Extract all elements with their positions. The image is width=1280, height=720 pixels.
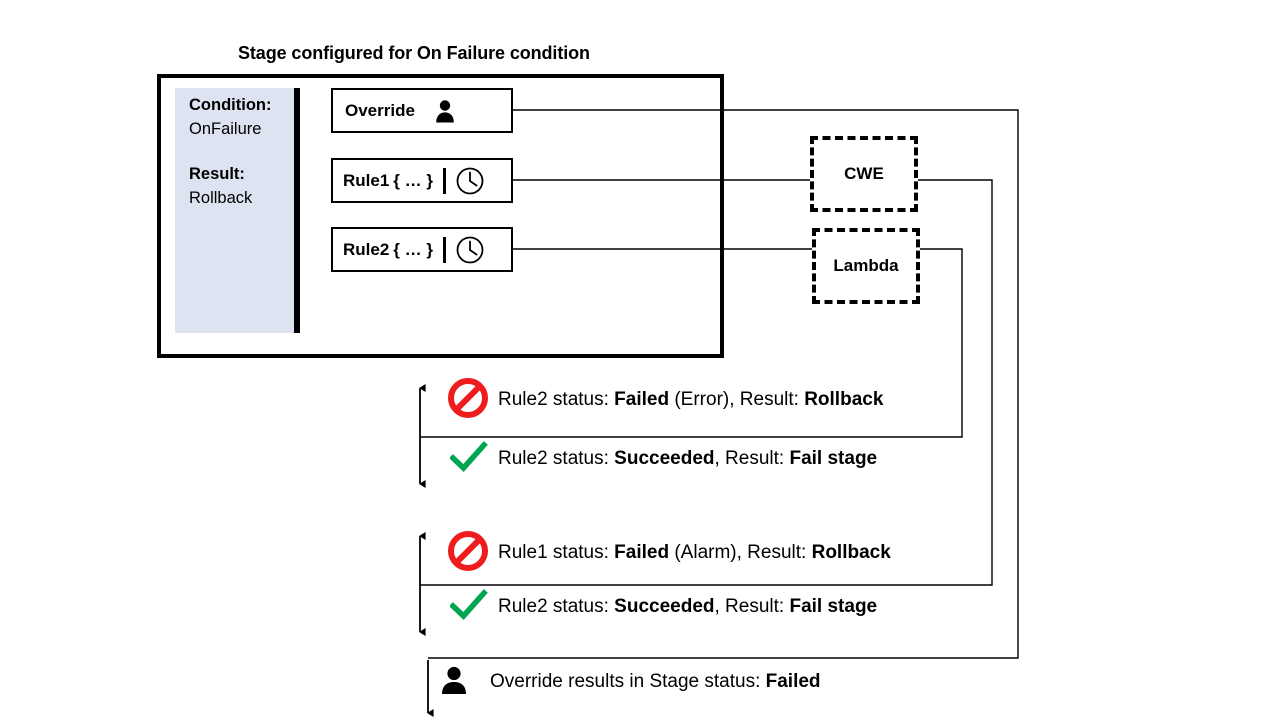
message-row: Rule2 status: Failed (Error), Result: Ro… xyxy=(448,377,884,418)
prohibited-icon xyxy=(448,530,488,575)
lambda-box[interactable]: Lambda xyxy=(812,228,920,304)
panel-divider xyxy=(294,88,300,333)
condition-label: Condition: xyxy=(189,96,272,114)
message-row: Rule2 status: Succeeded, Result: Fail st… xyxy=(449,588,878,620)
message-text: Rule2 status: Failed (Error), Result: Ro… xyxy=(498,389,884,410)
rule1-label: Rule1 xyxy=(343,170,390,190)
override-box[interactable]: Override xyxy=(331,88,513,133)
message-text: Rule2 status: Succeeded, Result: Fail st… xyxy=(498,596,878,617)
override-label: Override xyxy=(345,100,415,120)
person-icon xyxy=(435,99,455,123)
condition-result-panel: Condition: OnFailure Result: Rollback xyxy=(175,88,295,333)
clock-icon xyxy=(455,166,485,196)
rule1-separator xyxy=(442,167,446,194)
rule2-separator xyxy=(442,236,446,263)
message-row: Rule2 status: Succeeded, Result: Fail st… xyxy=(449,440,878,472)
result-label: Result: xyxy=(189,165,245,183)
rule1-box[interactable]: Rule1 { … } xyxy=(331,158,513,203)
rule2-json: { … } xyxy=(393,239,433,259)
result-value: Rollback xyxy=(189,189,253,207)
message-row: Rule1 status: Failed (Alarm), Result: Ro… xyxy=(448,530,891,571)
cwe-label: CWE xyxy=(844,164,884,183)
message-row: Override results in Stage status: Failed xyxy=(440,666,821,694)
page-title: Stage configured for On Failure conditio… xyxy=(238,43,590,63)
message-text: Rule2 status: Succeeded, Result: Fail st… xyxy=(498,448,878,469)
message-text: Rule1 status: Failed (Alarm), Result: Ro… xyxy=(498,542,891,563)
lambda-label: Lambda xyxy=(833,256,899,275)
condition-value: OnFailure xyxy=(189,120,262,138)
rule1-json: { … } xyxy=(393,170,433,190)
message-text: Override results in Stage status: Failed xyxy=(490,671,821,692)
cwe-box[interactable]: CWE xyxy=(810,136,918,212)
rule2-label: Rule2 xyxy=(343,239,390,259)
clock-icon xyxy=(455,235,485,265)
check-icon xyxy=(449,440,488,477)
rule2-box[interactable]: Rule2 { … } xyxy=(331,227,513,272)
check-icon xyxy=(449,588,488,625)
person-icon xyxy=(440,665,468,699)
prohibited-icon xyxy=(448,377,488,422)
